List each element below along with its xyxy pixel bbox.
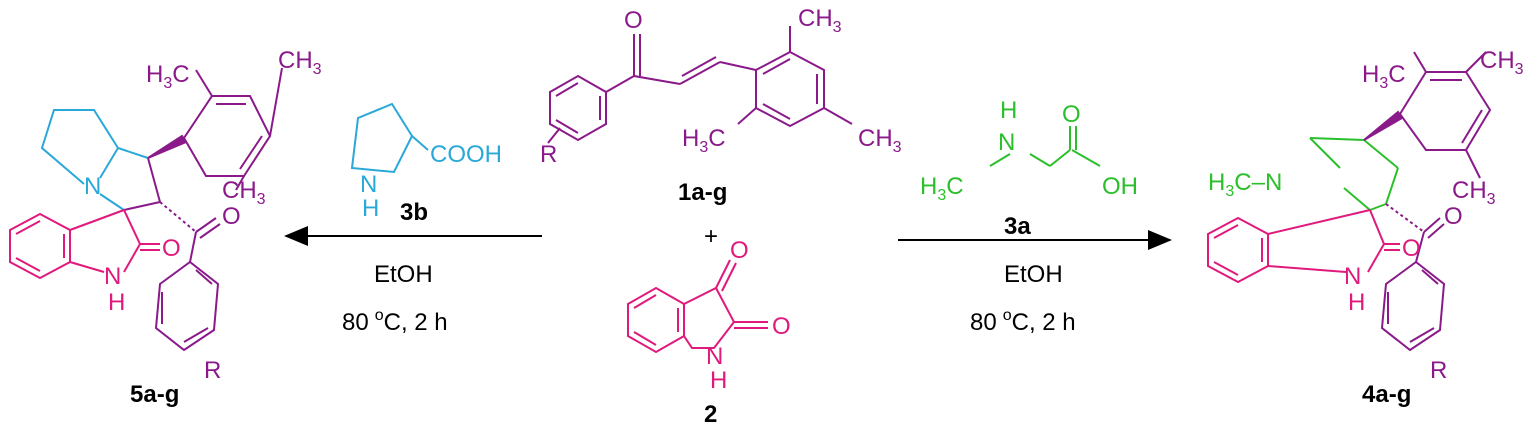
product-5-label: 5a-g <box>130 381 179 408</box>
product-5-ketone-oxygen: O <box>222 203 241 230</box>
chalcone-r-group: R <box>540 141 557 168</box>
reagent-3a-label: 3a <box>1004 213 1031 240</box>
isatin-oxygen-2: O <box>772 313 791 340</box>
chalcone-mesityl-ring <box>755 50 825 128</box>
reagent-3a-labels: H N O OH H3C <box>920 97 1138 204</box>
chalcone-ch3-top: CH3 <box>798 5 842 36</box>
product-4a-g <box>1207 51 1492 352</box>
chalcone-ch3-right: CH3 <box>858 125 902 156</box>
product-5-nh-hydrogen: H <box>108 289 125 316</box>
chalcone-oxygen: O <box>624 7 643 34</box>
compound-2-labels: O O N H <box>706 237 791 394</box>
product-5-h3c: H3C <box>146 61 190 92</box>
product-5-amide-oxygen: O <box>162 235 181 262</box>
product-4-ketone-oxygen: O <box>1444 203 1463 230</box>
isatin-nh-hydrogen: H <box>710 367 727 394</box>
product-4-r-group: R <box>1430 357 1447 384</box>
compound-2-label: 2 <box>704 401 717 426</box>
compound-1-label: 1a-g <box>678 179 727 206</box>
product-4-ch3-top: CH3 <box>1480 47 1524 78</box>
product-5-pyrrolizidine-nitrogen: N <box>84 173 101 200</box>
reagent-3a-sarcosine <box>989 126 1101 167</box>
chalcone-h3c-left: H3C <box>682 125 726 156</box>
proline-nitrogen: N <box>360 171 377 198</box>
left-solvent: EtOH <box>374 261 433 288</box>
product-4-n-methyl: H3C–N <box>1208 169 1282 200</box>
product-5-r-group: R <box>204 357 221 384</box>
plus-sign: + <box>704 223 718 250</box>
product-5a-g <box>9 67 283 352</box>
product-4-nh-nitrogen: N <box>1344 263 1361 290</box>
sarcosine-nitrogen: N <box>998 129 1015 156</box>
isatin-oxygen-1: O <box>730 237 749 264</box>
product-4-labels: H3C–N N H O O R H3C CH3 CH3 <box>1208 47 1524 384</box>
product-4-h3c: H3C <box>1362 61 1406 92</box>
compound-1a-g <box>547 26 853 144</box>
sarcosine-oxygen: O <box>1062 101 1081 128</box>
reagent-3b-proline <box>350 102 429 174</box>
chalcone-phenyl-ring <box>549 74 607 142</box>
product-5-nh-nitrogen: N <box>104 263 121 290</box>
product-5-ch3-bottom: CH3 <box>222 177 266 208</box>
product-5-labels: N N H O O R H3C CH3 CH3 <box>84 47 322 384</box>
compound-1-labels: O R CH3 CH3 H3C <box>540 5 902 168</box>
proline-nh-hydrogen: H <box>362 195 379 222</box>
product-4-amide-oxygen: O <box>1402 235 1421 262</box>
product-4-ch3-bottom: CH3 <box>1452 177 1496 208</box>
sarcosine-nh-hydrogen: H <box>1000 97 1017 124</box>
isatin-nitrogen: N <box>706 343 723 370</box>
proline-cooh: COOH <box>430 141 502 168</box>
reagent-3b-label: 3b <box>400 199 428 226</box>
compound-2-isatin <box>627 259 768 354</box>
product-5-ch3-top: CH3 <box>278 47 322 78</box>
reagent-3b-labels: COOH N H <box>360 141 502 222</box>
right-solvent: EtOH <box>1004 261 1063 288</box>
product-4-nh-hydrogen: H <box>1348 289 1365 316</box>
product-4-label: 4a-g <box>1362 381 1411 408</box>
sarcosine-h3c: H3C <box>920 173 964 204</box>
sarcosine-oh: OH <box>1102 173 1138 200</box>
